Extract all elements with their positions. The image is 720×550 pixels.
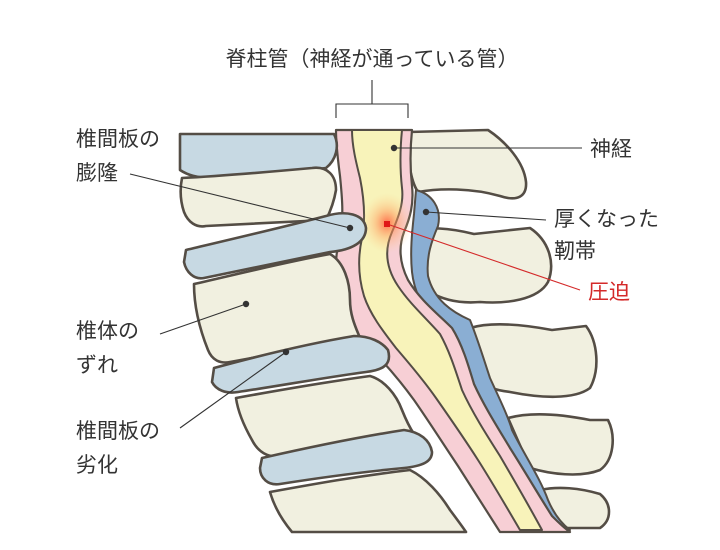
label-nerve: 神経: [590, 137, 632, 161]
label-degen-2: 劣化: [76, 453, 118, 477]
label-ligament-2: 靭帯: [554, 239, 596, 263]
title-spinal-canal: 脊柱管（神経が通っている管）: [226, 47, 519, 71]
dot-degen: [282, 348, 290, 356]
label-disc-bulge-2: 膨隆: [76, 161, 118, 185]
leader-degen: [179, 351, 287, 429]
label-slip-2: ずれ: [76, 353, 118, 377]
dot-ligament: [422, 208, 430, 216]
disc-3: [210, 334, 391, 394]
vertebra-4: [268, 468, 468, 534]
dot-slip: [242, 300, 250, 308]
dot-disc-bulge: [346, 224, 354, 232]
disc-4: [258, 428, 434, 486]
label-ligament-1: 厚くなった: [554, 207, 659, 231]
dot-nerve: [390, 144, 398, 152]
vertebra-1: [179, 166, 338, 228]
lamina-3: [468, 323, 598, 399]
disc-bulge: [182, 212, 368, 280]
canal-bracket: [335, 80, 409, 118]
leader-compression: [386, 223, 581, 291]
leader-slip: [159, 303, 247, 335]
leader-ligament: [425, 211, 547, 221]
lamina-4: [506, 413, 614, 476]
lamina-2: [410, 226, 553, 304]
dot-compression: [384, 221, 390, 227]
label-disc-bulge-1: 椎間板の: [76, 127, 160, 151]
label-compression: 圧迫: [588, 280, 630, 304]
label-degen-1: 椎間板の: [76, 419, 160, 443]
leader-disc-bulge: [129, 173, 351, 229]
label-slip-1: 椎体の: [76, 319, 139, 343]
lamina-1: [406, 128, 528, 200]
